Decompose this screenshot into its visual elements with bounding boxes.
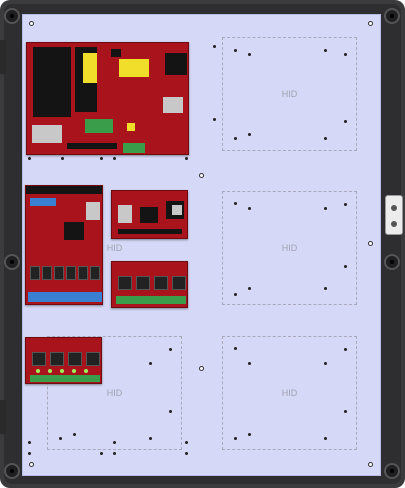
screw-ring	[368, 241, 373, 246]
hid-label: HID	[281, 89, 298, 99]
hinge-tab-top	[0, 40, 6, 74]
four-relay-board	[111, 261, 188, 308]
input-relay-board	[25, 337, 102, 384]
hid-label: HID	[106, 388, 123, 398]
network-interface-board	[111, 190, 188, 239]
controller-power-board	[26, 42, 189, 155]
relay-output-board	[25, 185, 103, 305]
hid-label: HID	[281, 243, 298, 253]
screw-ring	[29, 462, 34, 467]
hid-placeholder-middle-left: HID	[47, 191, 182, 305]
hid-placeholder-middle-right: HID	[222, 191, 357, 305]
hid-placeholder-top-right: HID	[222, 37, 357, 151]
hid-placeholder-bottom-right: HID	[222, 336, 357, 450]
screw-ring	[199, 173, 204, 178]
hid-placeholder-bottom-left: HID	[47, 336, 182, 450]
hid-label: HID	[106, 243, 123, 253]
mounting-hole-mid-left	[4, 254, 20, 270]
hinge-tab-bottom	[0, 400, 6, 434]
mounting-hole-top-right	[384, 8, 400, 24]
screw-ring	[199, 366, 204, 371]
mounting-hole-mid-right	[384, 254, 400, 270]
screw-ring	[368, 462, 373, 467]
screw-ring	[29, 21, 34, 26]
mounting-hole-bottom-left	[4, 463, 20, 479]
door-latch	[385, 195, 403, 235]
screw-ring	[368, 21, 373, 26]
mounting-hole-top-left	[4, 8, 20, 24]
mounting-hole-bottom-right	[384, 463, 400, 479]
hid-label: HID	[281, 388, 298, 398]
